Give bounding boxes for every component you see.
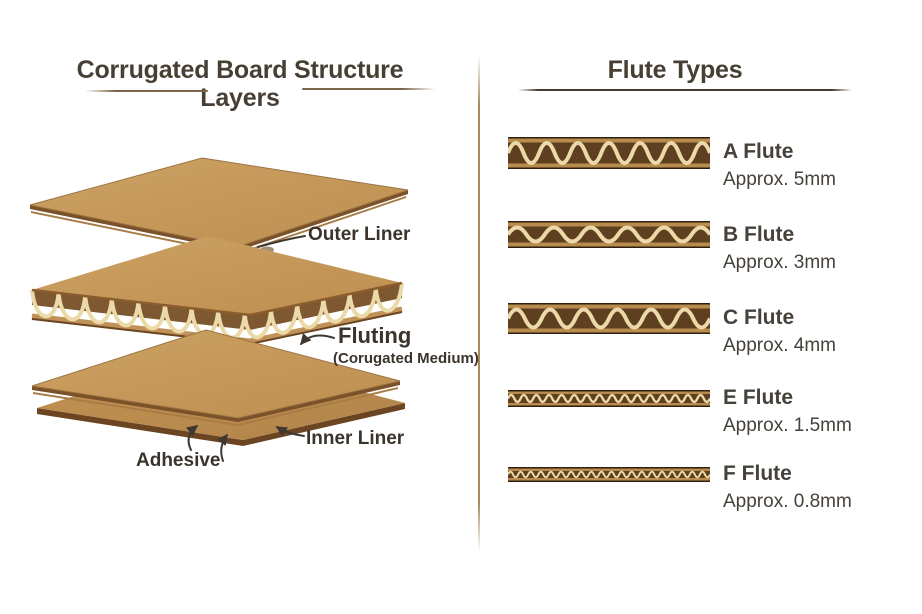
flute-f-name: F Flute <box>723 462 792 485</box>
flute-bar-svg <box>506 137 712 169</box>
fluting-arrow <box>300 333 335 346</box>
vertical-divider <box>478 55 480 552</box>
flute-b-size: Approx. 3mm <box>723 252 836 273</box>
flute-a-size: Approx. 5mm <box>723 169 836 190</box>
adhesive-label: Adhesive <box>136 450 221 471</box>
flute-row-e-text: E Flute Approx. 1.5mm <box>723 386 852 437</box>
flute-bar-c <box>506 303 712 334</box>
flute-e-name: E Flute <box>723 386 794 409</box>
flute-e-size: Approx. 1.5mm <box>723 415 852 436</box>
outer-liner-label: Outer Liner <box>308 224 411 245</box>
adhesive-arrow-1 <box>186 425 199 451</box>
flute-c-name: C Flute <box>723 306 795 329</box>
flute-row-f-text: F Flute Approx. 0.8mm <box>723 462 852 513</box>
flute-bar-svg <box>506 221 712 248</box>
flute-types-underline <box>518 89 852 91</box>
adhesive-arrow-2 <box>216 433 228 462</box>
fluting-sublabel: (Corugated Medium) <box>333 350 479 367</box>
corrugated-board-diagram <box>29 157 409 462</box>
outer-liner-pointer <box>257 235 306 248</box>
flute-f-size: Approx. 0.8mm <box>723 491 852 512</box>
inner-liner-label: Inner Liner <box>306 428 405 449</box>
title-line-right <box>302 88 435 90</box>
left-title-line2: Layers <box>200 84 280 112</box>
flute-b-name: B Flute <box>723 223 795 246</box>
fluting-label: Fluting <box>338 323 412 348</box>
flute-bar-a <box>506 137 712 169</box>
flute-bar-b <box>506 221 712 248</box>
flute-bar-svg <box>507 467 711 482</box>
flute-row-b-text: B Flute Approx. 3mm <box>723 223 836 274</box>
right-title: Flute Types <box>607 56 743 84</box>
flute-bar-svg <box>506 303 712 334</box>
left-title-line1: Corrugated Board Structure <box>76 56 404 84</box>
flute-c-size: Approx. 4mm <box>723 335 836 356</box>
flute-bar-f <box>507 467 711 482</box>
flute-a-name: A Flute <box>723 140 794 163</box>
annotation-arrows <box>186 235 335 462</box>
inner-liner-arrow <box>275 426 305 437</box>
flute-row-a-text: A Flute Approx. 5mm <box>723 140 836 191</box>
fluting-board <box>30 236 404 346</box>
flute-bar-svg <box>506 390 712 407</box>
flute-bar-e <box>506 390 712 407</box>
title-line-left <box>85 90 208 92</box>
flute-row-c-text: C Flute Approx. 4mm <box>723 306 836 357</box>
